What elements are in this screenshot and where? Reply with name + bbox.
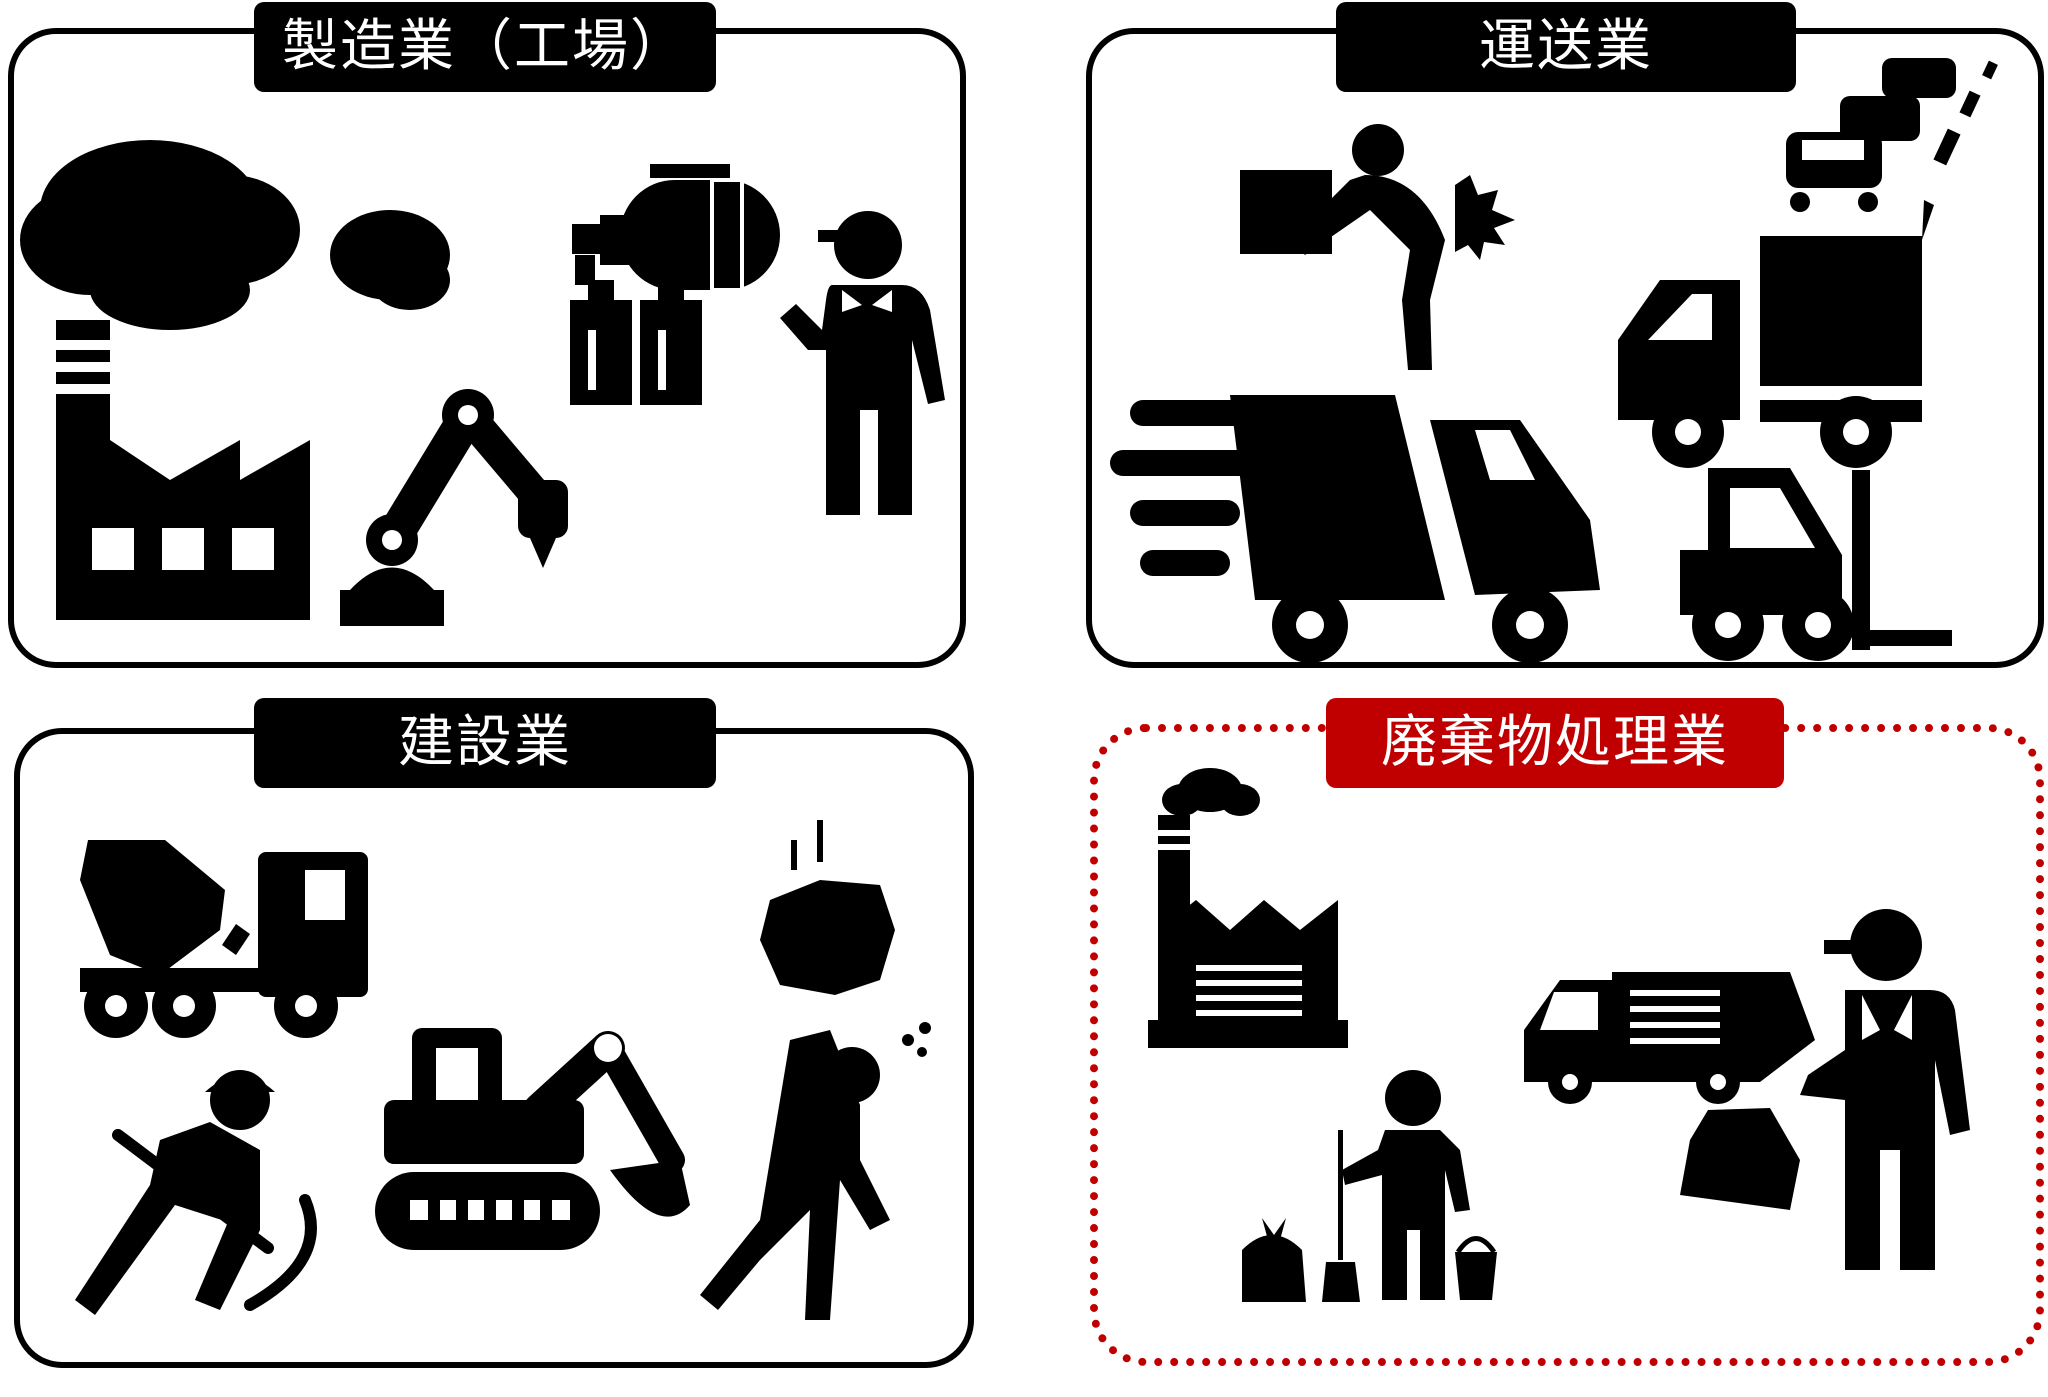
traffic-jam-cars-icon <box>1786 58 1998 212</box>
tank-machinery-icon <box>570 164 780 405</box>
garbage-truck-icon <box>1524 972 1815 1104</box>
factory-smoke-icon <box>20 140 450 620</box>
forklift-icon <box>1680 468 1952 661</box>
box-truck-icon <box>1618 200 1934 468</box>
worker-icon <box>780 211 945 515</box>
excavator-icon <box>375 1028 690 1250</box>
mixer-truck-icon <box>80 840 368 1038</box>
falling-rock-icon <box>700 820 931 1320</box>
pickaxe-worker-icon <box>75 1070 317 1315</box>
manufacturing-label: 製造業（工場） <box>254 2 716 92</box>
waste-label: 廃棄物処理業 <box>1326 698 1784 788</box>
cleaner-worker-icon <box>1242 1070 1497 1302</box>
box-lifting-back-pain-icon <box>1240 124 1515 370</box>
robot-arm-icon <box>340 389 568 626</box>
construction-label: 建設業 <box>254 698 716 788</box>
garbage-collector-icon <box>1680 909 1970 1270</box>
incinerator-factory-icon <box>1148 768 1348 1048</box>
delivery-truck-icon <box>1110 395 1600 663</box>
transport-label: 運送業 <box>1336 2 1796 92</box>
